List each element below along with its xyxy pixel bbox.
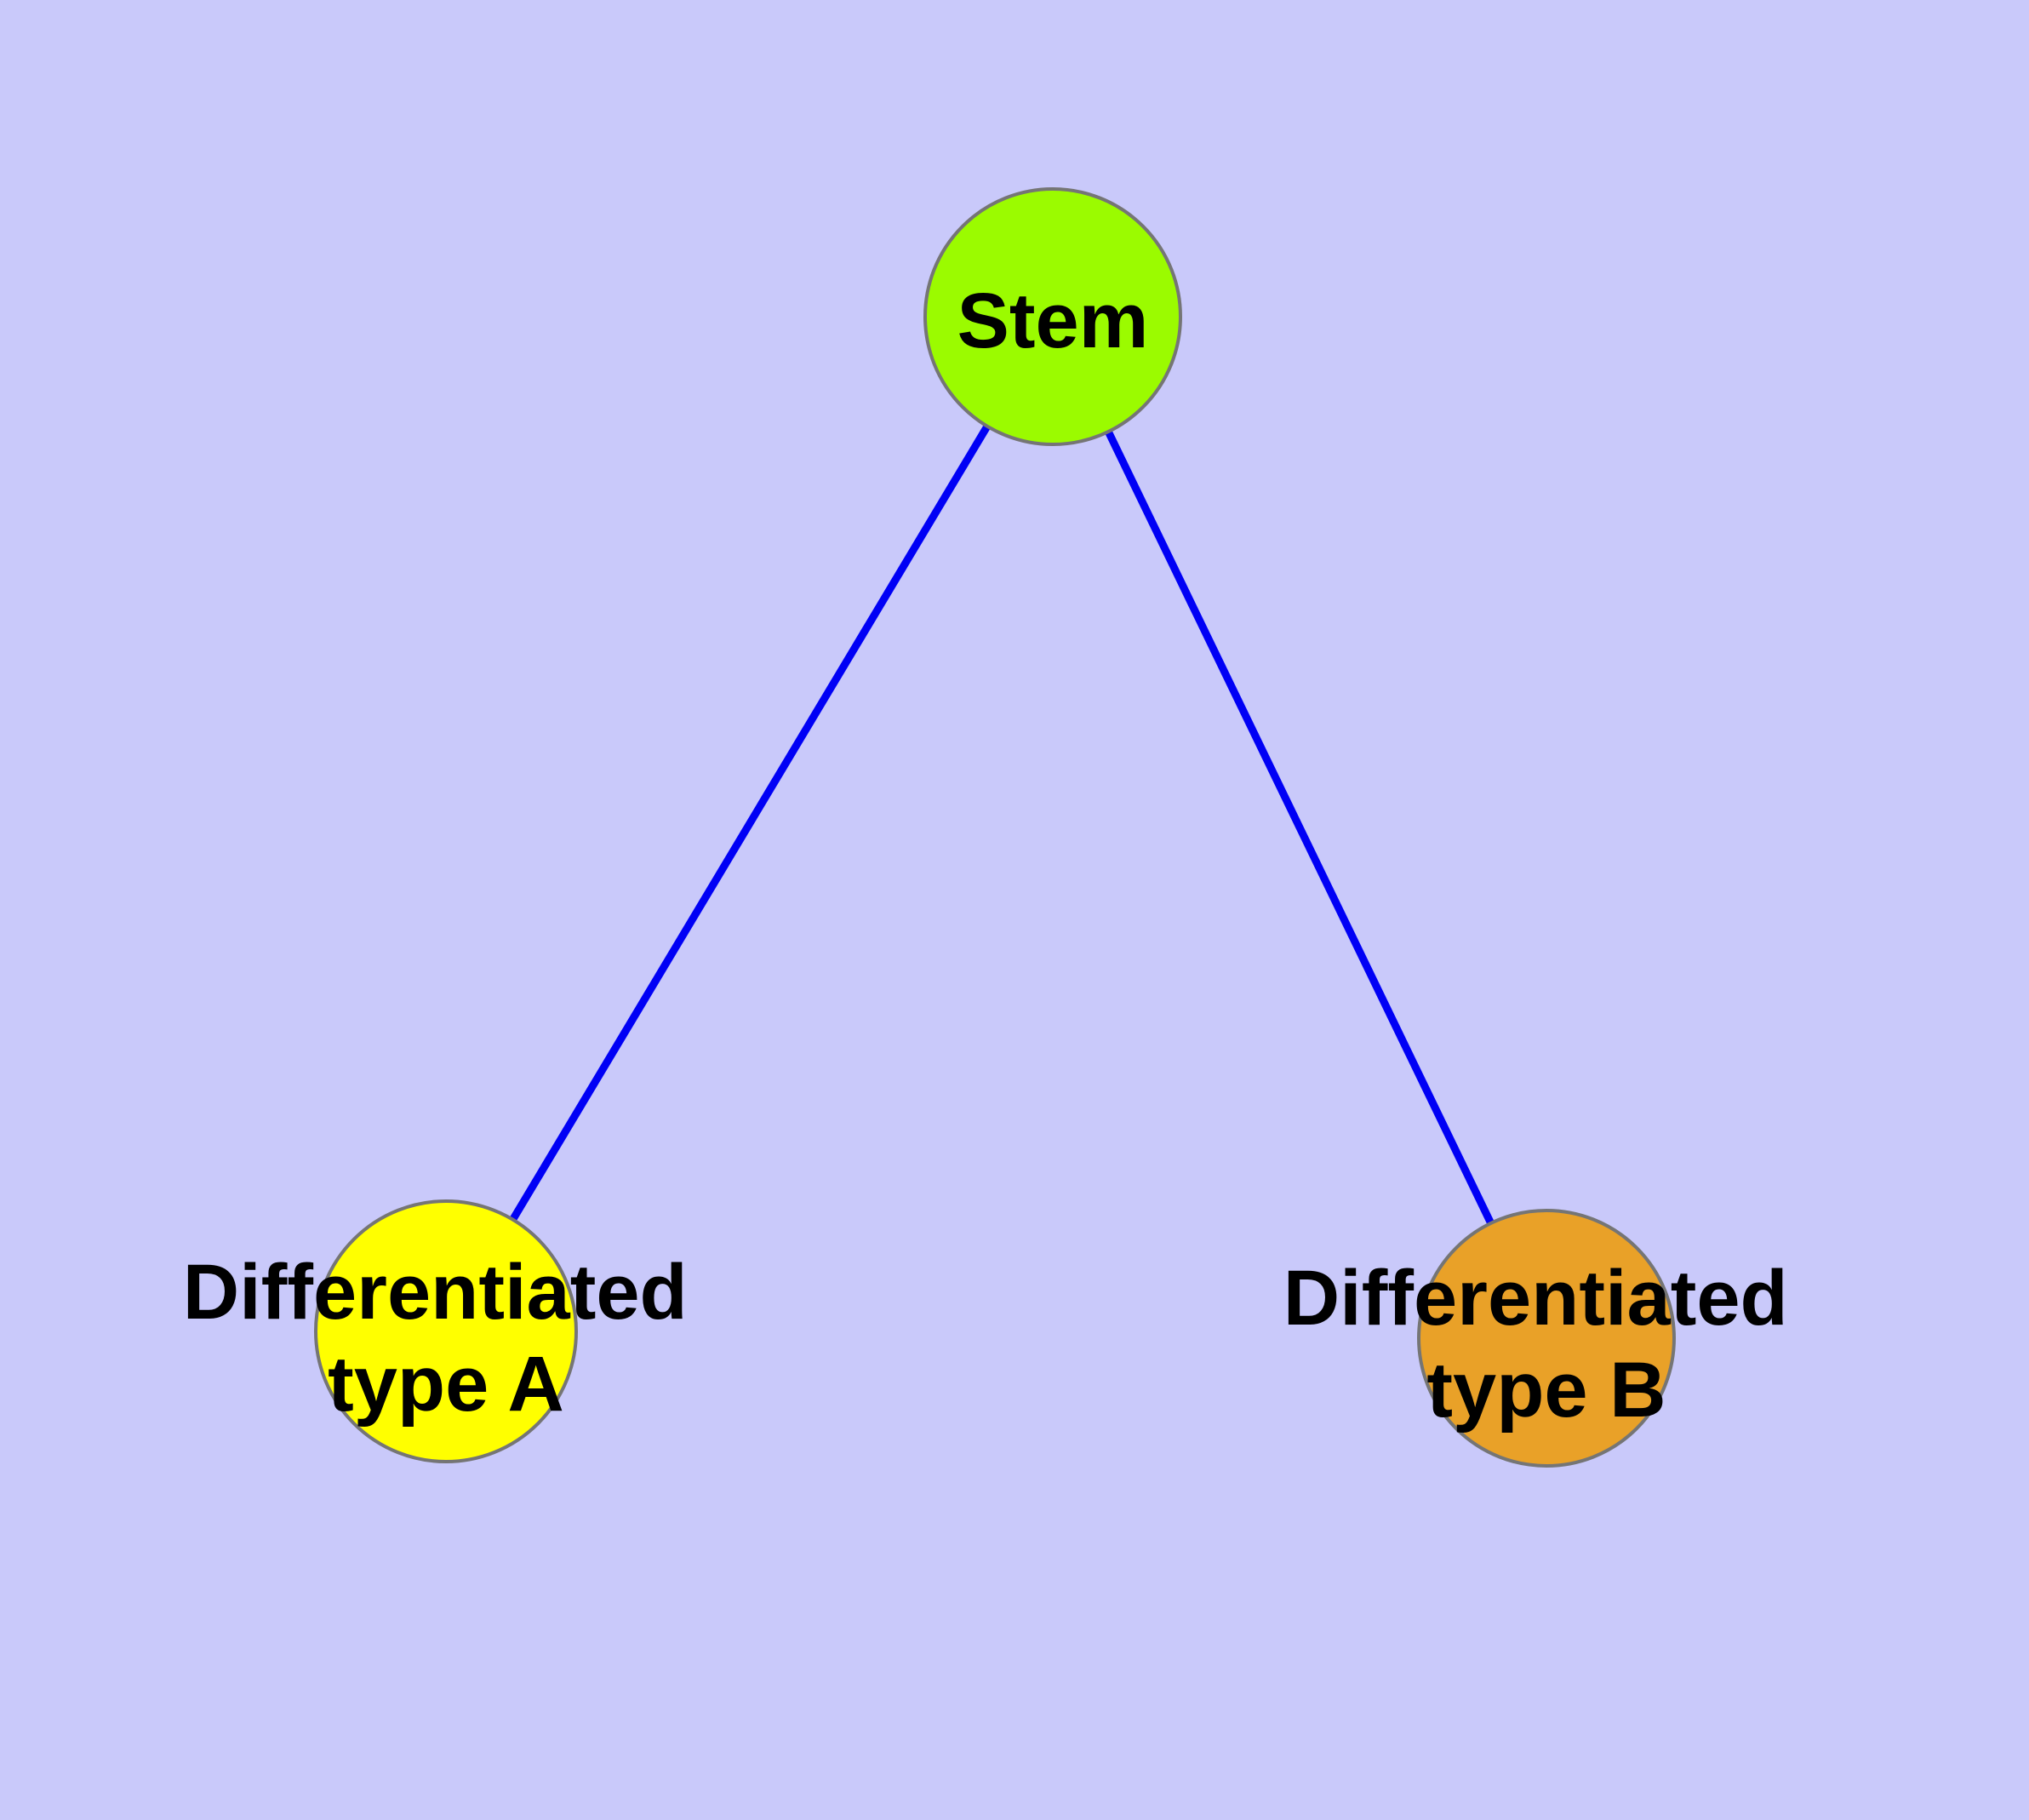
node-differentiated-type-b [1417, 1209, 1676, 1468]
node-stem [923, 187, 1182, 446]
edge-stem-to-type-a [443, 314, 1056, 1334]
node-type-b-label-line1: Differentiated [1283, 1255, 1788, 1342]
edge-stem-to-type-b [1049, 315, 1551, 1340]
node-stem-label: Stem [957, 278, 1149, 364]
node-type-a-label: Differentiated type A [183, 1249, 710, 1428]
node-differentiated-type-a [314, 1199, 578, 1463]
node-type-a-label-line1: Differentiated [183, 1249, 688, 1336]
node-type-b-label: Differentiated type B [1283, 1255, 1810, 1434]
node-type-b-label-line2: type B [1426, 1347, 1666, 1434]
node-type-a-label-line2: type A [328, 1341, 564, 1428]
